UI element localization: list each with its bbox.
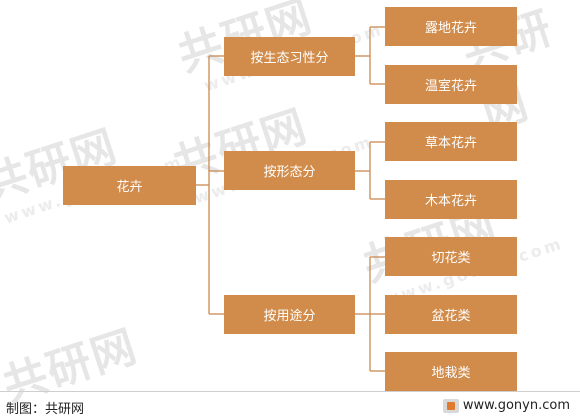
source-label: 制图：共研网 <box>6 402 85 417</box>
leaf-node: 盆花类 <box>385 295 517 334</box>
leaf-node: 地栽类 <box>385 352 517 391</box>
site-url: www.gonyn.com <box>462 398 570 413</box>
leaf-node: 露地花卉 <box>385 7 517 46</box>
footer-divider <box>0 391 580 392</box>
site-credit: www.gonyn.com <box>442 398 570 413</box>
leaf-node: 草本花卉 <box>385 122 517 161</box>
category-node-use: 按用途分 <box>224 295 355 334</box>
category-node-form: 按形态分 <box>224 151 355 190</box>
brand-logo-icon <box>442 398 459 413</box>
root-node: 花卉 <box>63 166 196 205</box>
category-node-ecology: 按生态习性分 <box>224 37 355 76</box>
leaf-node: 切花类 <box>385 237 517 276</box>
leaf-node: 木本花卉 <box>385 180 517 219</box>
leaf-node: 温室花卉 <box>385 65 517 104</box>
